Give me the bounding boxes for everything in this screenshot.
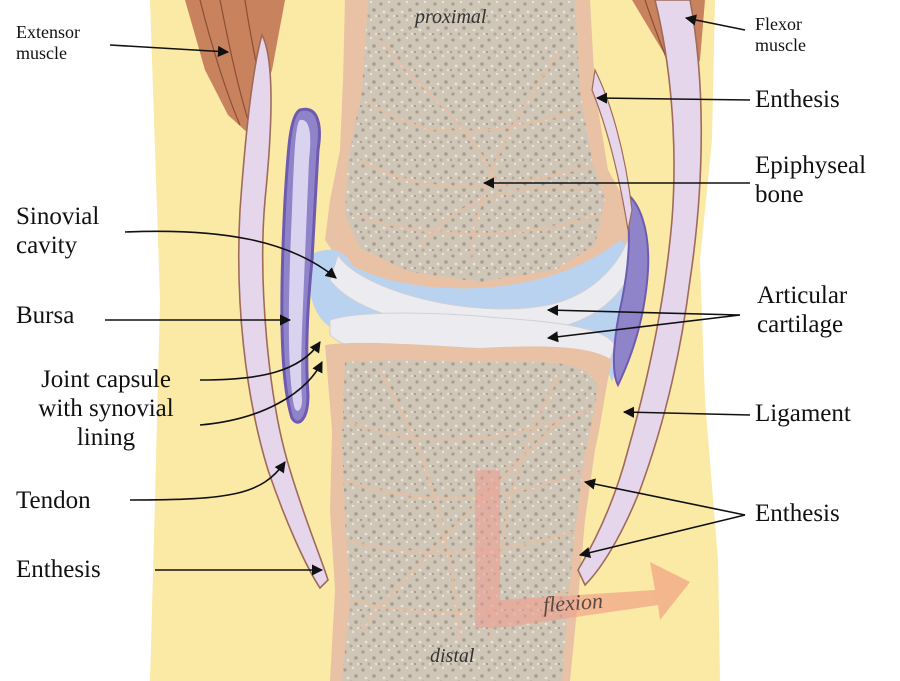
label-sinovial-cavity: Sinovial cavity [16,203,100,259]
leader-ligament [622,406,751,418]
flexion-arrow [475,470,690,628]
label-flexion: flexion [542,587,604,618]
label-tendon: Tendon [16,487,91,514]
tendon-right [577,0,703,587]
label-joint-capsule: Joint capsule with synovial lining [38,366,174,451]
leader-extensor [109,44,230,57]
label-flexor-muscle: Flexor muscle [755,14,806,55]
leader-enthesis-br-1 [583,478,746,516]
leader-enthesis-br-2 [578,514,746,559]
leader-tendon [129,461,286,501]
label-extensor-muscle: Extensor muscle [16,22,80,63]
leader-enthesis-top [595,92,751,104]
label-enthesis-bottom-right: Enthesis [755,500,840,527]
ligament-right [591,68,633,231]
label-distal: distal [430,645,475,667]
distal-bone-inner [342,360,598,681]
leader-capsule-2 [199,361,323,426]
label-epiphyseal-bone: Epiphyseal bone [755,152,867,208]
leader-sinovial [124,230,337,279]
label-ligament: Ligament [755,400,851,427]
label-bursa: Bursa [16,302,75,329]
label-articular-cartilage: Articular cartilage [757,282,848,338]
leader-cartilage-2 [546,314,741,343]
leader-cartilage-1 [546,304,741,316]
tendon-left [237,32,329,590]
leader-capsule-1 [199,341,321,381]
label-enthesis-top-right: Enthesis [755,86,840,113]
label-enthesis-bottom-left: Enthesis [16,556,101,583]
label-proximal: proximal [415,6,487,28]
capsule-right [612,187,650,388]
proximal-bone-inner [345,0,605,282]
leader-flexor [684,14,746,31]
